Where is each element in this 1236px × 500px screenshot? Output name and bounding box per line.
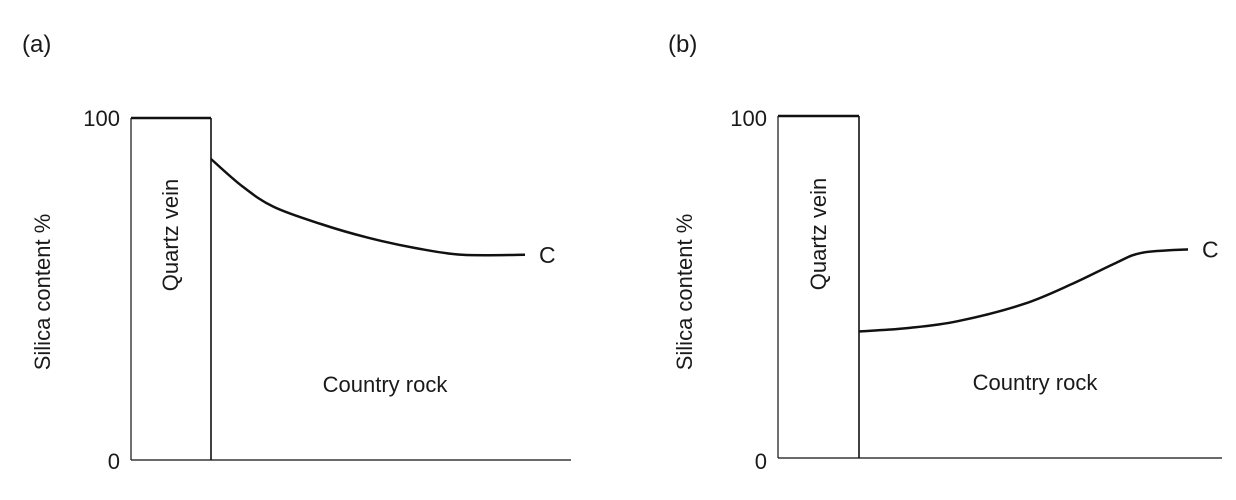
panel-b: (b) Silica content % 100 0 Quartz vein C… [668, 31, 1222, 474]
panel-a-vein-label: Quartz vein [158, 179, 183, 292]
panel-b-label: (b) [668, 31, 697, 58]
panel-a-y-axis-title: Silica content % [30, 214, 55, 371]
panel-a-label: (a) [22, 31, 51, 58]
panel-b-series-c-label: C [1202, 236, 1219, 262]
panel-b-y-tick-0: 0 [755, 449, 767, 474]
panel-a-region-label: Country rock [323, 372, 449, 397]
panel-a-y-tick-0: 0 [108, 449, 120, 474]
panel-a-series-c-line [210, 158, 526, 257]
panel-b-y-axis-title: Silica content % [672, 214, 697, 371]
panel-a-y-tick-100: 100 [83, 106, 120, 131]
panel-a-series-c-label: C [539, 242, 556, 268]
panel-b-vein-label: Quartz vein [806, 178, 831, 291]
panel-a: (a) Silica content % 100 0 Quartz vein C… [22, 31, 571, 474]
panel-b-y-tick-100: 100 [730, 106, 767, 131]
panel-b-series-c-line [858, 248, 1189, 333]
panel-b-region-label: Country rock [973, 370, 1099, 395]
